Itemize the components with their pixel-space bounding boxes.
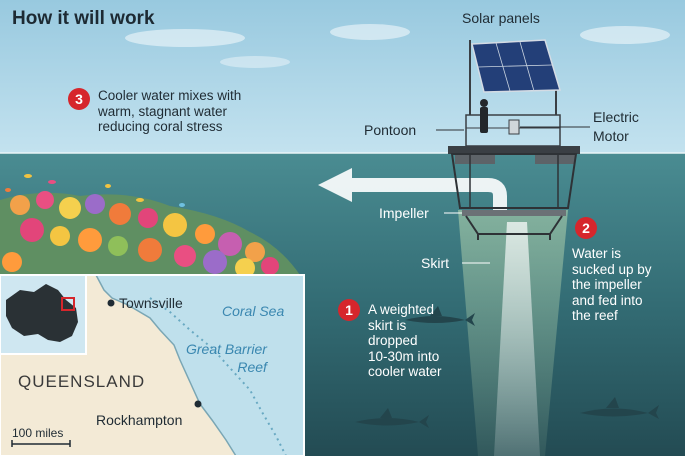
person-icon [480, 99, 488, 107]
step-1-text: A weighted skirt is dropped 10-30m into … [368, 302, 442, 379]
deck-railing [465, 114, 561, 147]
cloud [330, 24, 410, 40]
person-body [480, 107, 488, 133]
panel-grid [477, 64, 553, 68]
cool-water-column [494, 222, 540, 456]
cloud [220, 56, 290, 68]
map [0, 274, 305, 456]
coral-reef [0, 191, 300, 278]
pontoon-hull [450, 153, 578, 209]
shark-icon [580, 397, 659, 419]
pontoon-float [535, 154, 575, 164]
label-queensland: QUEENSLAND [18, 372, 146, 391]
panel-grid [495, 42, 511, 92]
skirt-frame [465, 215, 563, 235]
label-impeller: Impeller [379, 205, 429, 221]
flow-arrow-head [318, 168, 352, 202]
label-electric-motor: Electric Motor [593, 109, 639, 144]
label-coral-sea: Coral Sea [222, 303, 285, 319]
panel-grid [519, 41, 535, 92]
inset-australia [6, 284, 78, 342]
label-great-barrier-reef: Great Barrier Reef [186, 341, 267, 375]
city-rockhampton: Rockhampton [96, 412, 183, 428]
pontoon-deck [448, 146, 580, 154]
step-3-badge: 3 [68, 88, 90, 110]
pontoon-float [455, 154, 495, 164]
shark-icon [355, 408, 429, 428]
step-1-badge: 1 [338, 299, 360, 321]
step-2-badge: 2 [575, 217, 597, 239]
impeller [462, 210, 566, 216]
inset-highlight [61, 297, 75, 311]
map-coastline [95, 274, 237, 456]
scale-label: 100 miles [12, 426, 64, 440]
label-solar-panels: Solar panels [462, 10, 540, 26]
shark-icon [405, 306, 475, 326]
fish-school [5, 174, 185, 207]
label-skirt: Skirt [421, 255, 449, 271]
step-3-text: Cooler water mixes with warm, stagnant w… [98, 88, 242, 134]
city-dot [107, 299, 115, 307]
city-townsville: Townsville [119, 295, 183, 311]
electric-motor [508, 119, 520, 135]
step-2-text: Water is sucked up by the impeller and f… [572, 246, 652, 323]
flow-arrow [352, 178, 507, 212]
cloud [580, 26, 670, 44]
page-title: How it will work [12, 8, 155, 29]
label-pontoon: Pontoon [364, 122, 417, 138]
cloud [125, 29, 245, 47]
city-dot [194, 400, 202, 408]
